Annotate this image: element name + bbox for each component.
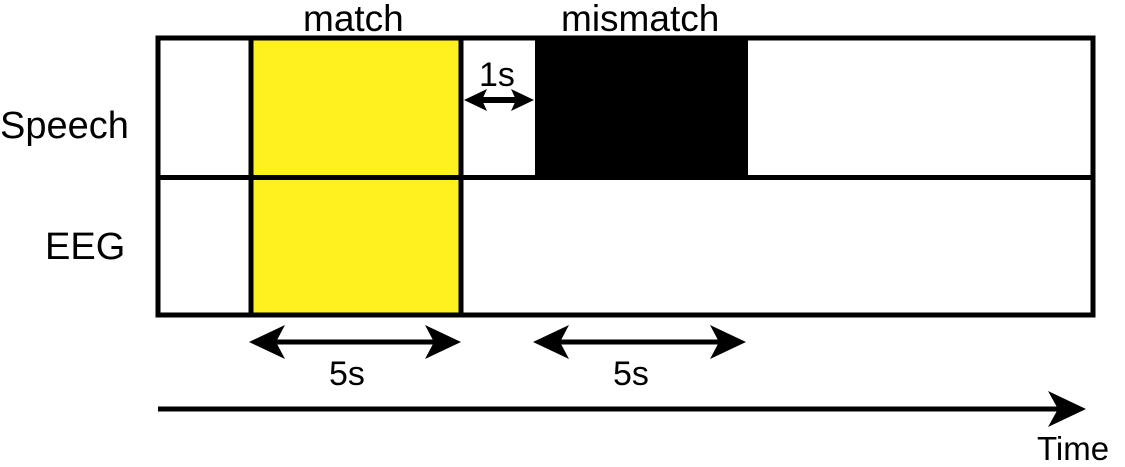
eeg-row-label: EEG [45,226,126,268]
match-duration-label: 5s [329,355,365,393]
speech-row-label: Speech [0,105,129,147]
mismatch-duration-label: 5s [613,355,649,393]
gap-duration-arrow [464,89,534,111]
eeg-match-block [252,179,460,314]
match-label: match [303,0,404,39]
match-duration-arrow [249,325,461,359]
time-axis-arrow [158,391,1086,427]
speech-match-block [252,40,460,176]
mismatch-label: mismatch [561,0,720,39]
speech-mismatch-block [535,40,748,176]
time-axis-label: Time [1037,430,1110,467]
gap-duration-label: 1s [479,56,515,94]
mismatch-duration-arrow [533,325,746,359]
